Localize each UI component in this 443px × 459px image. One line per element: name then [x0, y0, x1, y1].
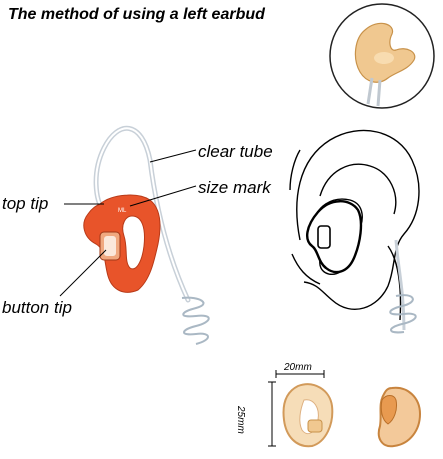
left-earbud-diagram: [83, 126, 210, 345]
height-dimension: 25mm: [235, 406, 246, 434]
pointer-lines: [59, 149, 197, 297]
top-tip-label: top tip: [2, 194, 49, 213]
width-dimension: 20mm: [284, 362, 312, 373]
page-title: The method of using a left earbud: [8, 6, 265, 23]
ear-diagram: [289, 129, 420, 321]
clear-earbud-side: [377, 386, 422, 448]
size-mark-label: size mark: [198, 178, 271, 197]
coiled-tube: [181, 296, 210, 345]
earbud-mark-text: ML: [118, 208, 127, 214]
earbud-in-ear: [306, 200, 417, 334]
clear-earbud-front: [282, 383, 334, 448]
inset-earbud-photo: [329, 3, 435, 109]
dimension-lines: [268, 370, 325, 447]
button-tip-label: button tip: [2, 298, 72, 317]
clear-tube-label: clear tube: [198, 142, 273, 161]
